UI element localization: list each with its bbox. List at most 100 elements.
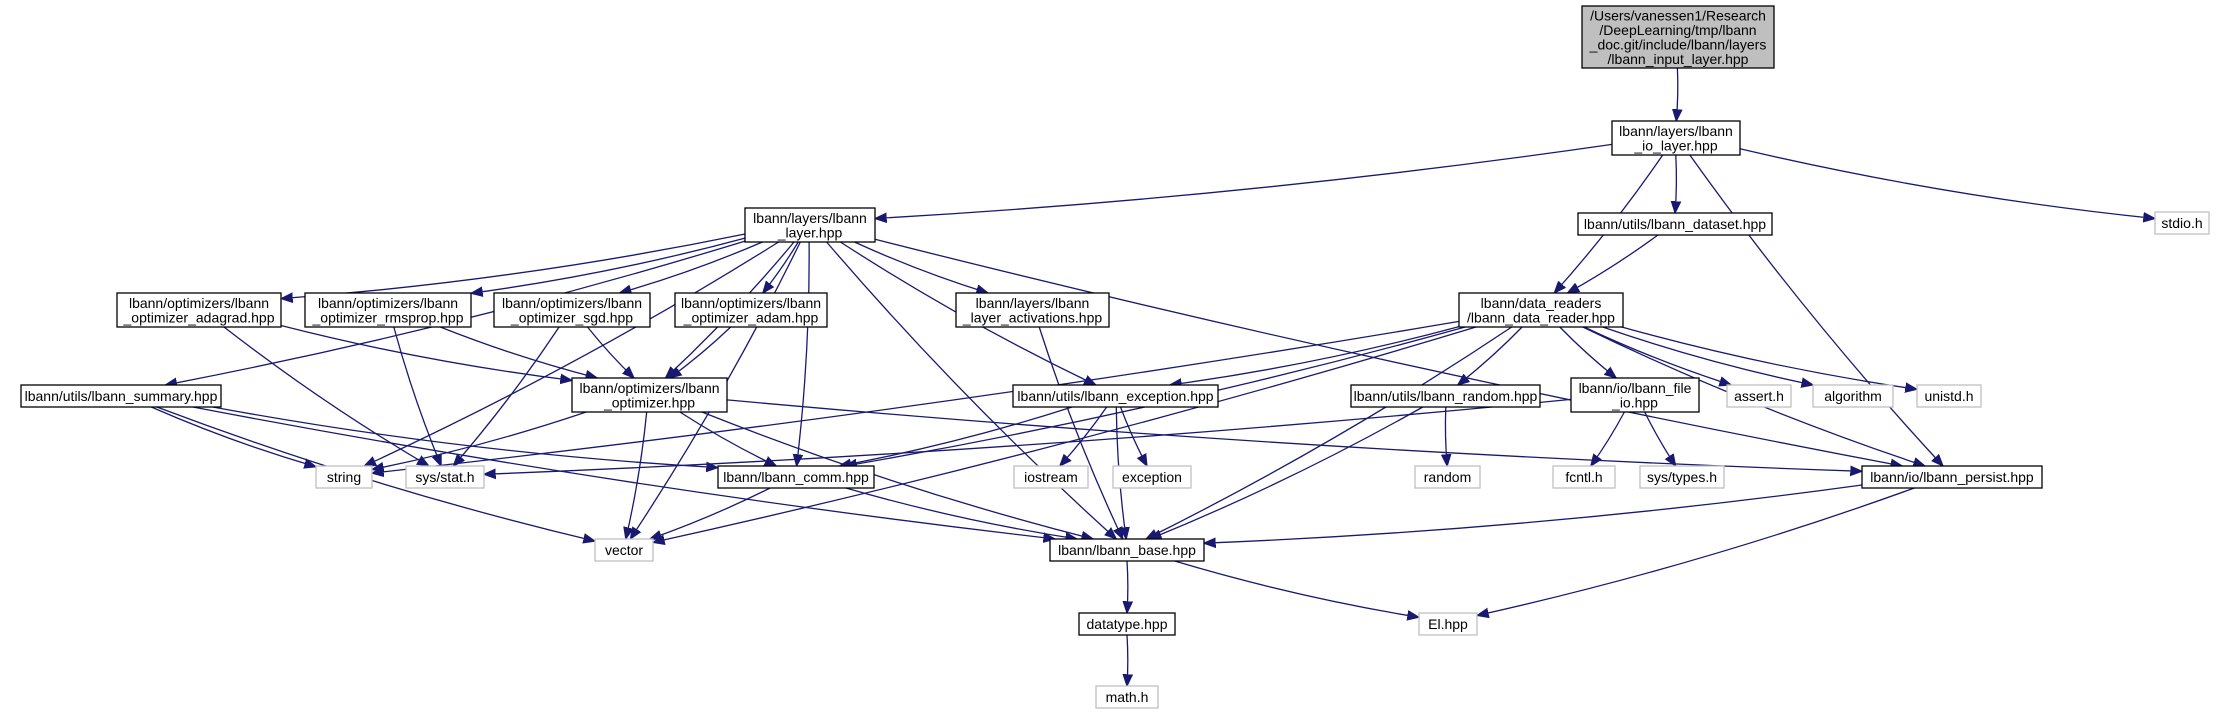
node-label: vector bbox=[605, 542, 643, 558]
node-algorithm: algorithm bbox=[1812, 384, 1894, 408]
node-file-io[interactable]: lbann/io/lbann_file_io.hpp bbox=[1570, 377, 1700, 413]
node-label: lbann/data_readers bbox=[1481, 295, 1602, 311]
node-box bbox=[1581, 5, 1775, 69]
edge-random_hpp-to-base bbox=[1150, 406, 1424, 540]
node-activations[interactable]: lbann/layers/lbann_layer_activations.hpp bbox=[955, 292, 1110, 328]
edge-layer-to-persist bbox=[874, 238, 1902, 466]
node-unistd: unistd.h bbox=[1916, 384, 1982, 408]
node-vector: vector bbox=[594, 538, 654, 562]
node-box bbox=[1726, 384, 1792, 408]
edge-data_reader-to-vector bbox=[653, 326, 1477, 542]
edge-exception-to-comm bbox=[839, 406, 1073, 466]
edge-summary-to-comm bbox=[212, 406, 718, 468]
node-base[interactable]: lbann/lbann_base.hpp bbox=[1049, 538, 1205, 562]
node-label: algorithm bbox=[1824, 388, 1882, 404]
node-label: /DeepLearning/tmp/lbann bbox=[1599, 22, 1756, 38]
node-exception[interactable]: lbann/utils/lbann_exception.hpp bbox=[1012, 384, 1219, 408]
edge-layer-to-opt_adagrad bbox=[281, 233, 746, 299]
node-box bbox=[116, 292, 282, 328]
edge-persist-to-base bbox=[1204, 484, 1863, 543]
node-label: /lbann_data_reader.hpp bbox=[1467, 309, 1615, 325]
node-persist[interactable]: lbann/io/lbann_persist.hpp bbox=[1861, 465, 2043, 489]
node-comm[interactable]: lbann/lbann_comm.hpp bbox=[717, 465, 875, 489]
node-opt-adagrad[interactable]: lbann/optimizers/lbann_optimizer_adagrad… bbox=[116, 292, 282, 328]
node-box bbox=[1861, 465, 2043, 489]
node-label: lbann/layers/lbann bbox=[976, 295, 1090, 311]
edge-comm-to-base bbox=[845, 487, 1077, 539]
node-box bbox=[1577, 212, 1773, 236]
node-label: lbann/optimizers/lbann bbox=[318, 295, 458, 311]
node-random-hpp[interactable]: lbann/utils/lbann_random.hpp bbox=[1350, 384, 1541, 408]
edge-file_io-to-sysstat bbox=[484, 398, 1572, 474]
edge-io_layer-to-persist bbox=[1689, 154, 1943, 466]
edge-data_reader-to-exception bbox=[1170, 325, 1460, 385]
node-summary[interactable]: lbann/utils/lbann_summary.hpp bbox=[20, 384, 222, 408]
node-label: sys/types.h bbox=[1647, 469, 1717, 485]
edge-opt_adagrad-to-optimizer bbox=[280, 324, 572, 381]
node-label: string bbox=[327, 469, 361, 485]
node-opt-rmsprop[interactable]: lbann/optimizers/lbann_optimizer_rmsprop… bbox=[304, 292, 472, 328]
node-box bbox=[493, 292, 651, 328]
node-box bbox=[1639, 465, 1725, 489]
node-box bbox=[955, 292, 1110, 328]
edge-layer-to-string bbox=[364, 241, 779, 466]
node-sysstat: sys/stat.h bbox=[405, 465, 485, 489]
node-opt-adam[interactable]: lbann/optimizers/lbann_optimizer_adam.hp… bbox=[674, 292, 828, 328]
node-label: lbann/optimizers/lbann bbox=[681, 295, 821, 311]
node-label: lbann/utils/lbann_random.hpp bbox=[1354, 388, 1538, 404]
edge-data_reader-to-assert bbox=[1583, 326, 1731, 385]
node-optimizer[interactable]: lbann/optimizers/lbann_optimizer.hpp bbox=[571, 377, 728, 413]
node-box bbox=[405, 465, 485, 489]
edge-comm-to-vector bbox=[650, 487, 771, 539]
edge-io_layer-to-dataset bbox=[1675, 154, 1676, 213]
node-box bbox=[1418, 612, 1478, 636]
node-label: fcntl.h bbox=[1565, 469, 1602, 485]
node-box bbox=[1916, 384, 1982, 408]
node-box bbox=[304, 292, 472, 328]
node-label: unistd.h bbox=[1924, 388, 1973, 404]
node-label: sys/stat.h bbox=[415, 469, 474, 485]
node-label: lbann/layers/lbann bbox=[753, 210, 867, 226]
node-layer[interactable]: lbann/layers/lbann_layer.hpp bbox=[744, 207, 876, 243]
node-box bbox=[1570, 377, 1700, 413]
node-label: lbann/optimizers/lbann bbox=[129, 295, 269, 311]
node-box bbox=[2154, 211, 2210, 235]
edge-optimizer-to-persist bbox=[726, 399, 1862, 471]
node-label: lbann/lbann_base.hpp bbox=[1058, 542, 1196, 558]
node-box bbox=[1012, 384, 1219, 408]
node-stdio: stdio.h bbox=[2154, 211, 2210, 235]
node-data-reader[interactable]: lbann/data_readers/lbann_data_reader.hpp bbox=[1458, 292, 1624, 328]
node-label: _doc.git/include/lbann/layers bbox=[1589, 36, 1767, 52]
node-box bbox=[1350, 384, 1541, 408]
node-box bbox=[1552, 465, 1616, 489]
node-io-layer[interactable]: lbann/layers/lbann_io_layer.hpp bbox=[1611, 120, 1741, 156]
node-label: _optimizer.hpp bbox=[603, 394, 695, 410]
edge-data_reader-to-file_io bbox=[1559, 326, 1616, 378]
node-datatype[interactable]: datatype.hpp bbox=[1078, 612, 1176, 636]
edge-random_hpp-to-random bbox=[1445, 406, 1447, 466]
node-label: _optimizer_sgd.hpp bbox=[510, 309, 633, 325]
edge-summary-to-vector bbox=[156, 406, 595, 541]
edge-io_layer-to-stdio bbox=[1739, 148, 2155, 219]
node-label: exception bbox=[1122, 469, 1182, 485]
edge-activations-to-base bbox=[1038, 326, 1123, 539]
node-label: lbann/utils/lbann_exception.hpp bbox=[1017, 388, 1213, 404]
node-label: /Users/vanessen1/Research bbox=[1590, 7, 1766, 23]
node-label: lbann/utils/lbann_summary.hpp bbox=[25, 388, 218, 404]
node-el: El.hpp bbox=[1418, 612, 1478, 636]
node-string: string bbox=[315, 465, 373, 489]
edge-io_layer-to-layer bbox=[875, 143, 1613, 218]
edge-base-to-datatype bbox=[1127, 560, 1128, 613]
node-box bbox=[1095, 685, 1159, 709]
node-label: /lbann_input_layer.hpp bbox=[1608, 51, 1749, 67]
node-fcntl: fcntl.h bbox=[1552, 465, 1616, 489]
node-box bbox=[1049, 538, 1205, 562]
node-label: lbann/optimizers/lbann bbox=[579, 380, 719, 396]
node-dataset[interactable]: lbann/utils/lbann_dataset.hpp bbox=[1577, 212, 1773, 236]
node-box bbox=[674, 292, 828, 328]
node-root[interactable]: /Users/vanessen1/Research/DeepLearning/t… bbox=[1581, 5, 1775, 69]
node-opt-sgd[interactable]: lbann/optimizers/lbann_optimizer_sgd.hpp bbox=[493, 292, 651, 328]
node-iostream: iostream bbox=[1013, 465, 1089, 489]
node-label: lbann/io/lbann_persist.hpp bbox=[1870, 469, 2034, 485]
node-label: lbann/layers/lbann bbox=[1619, 123, 1733, 139]
